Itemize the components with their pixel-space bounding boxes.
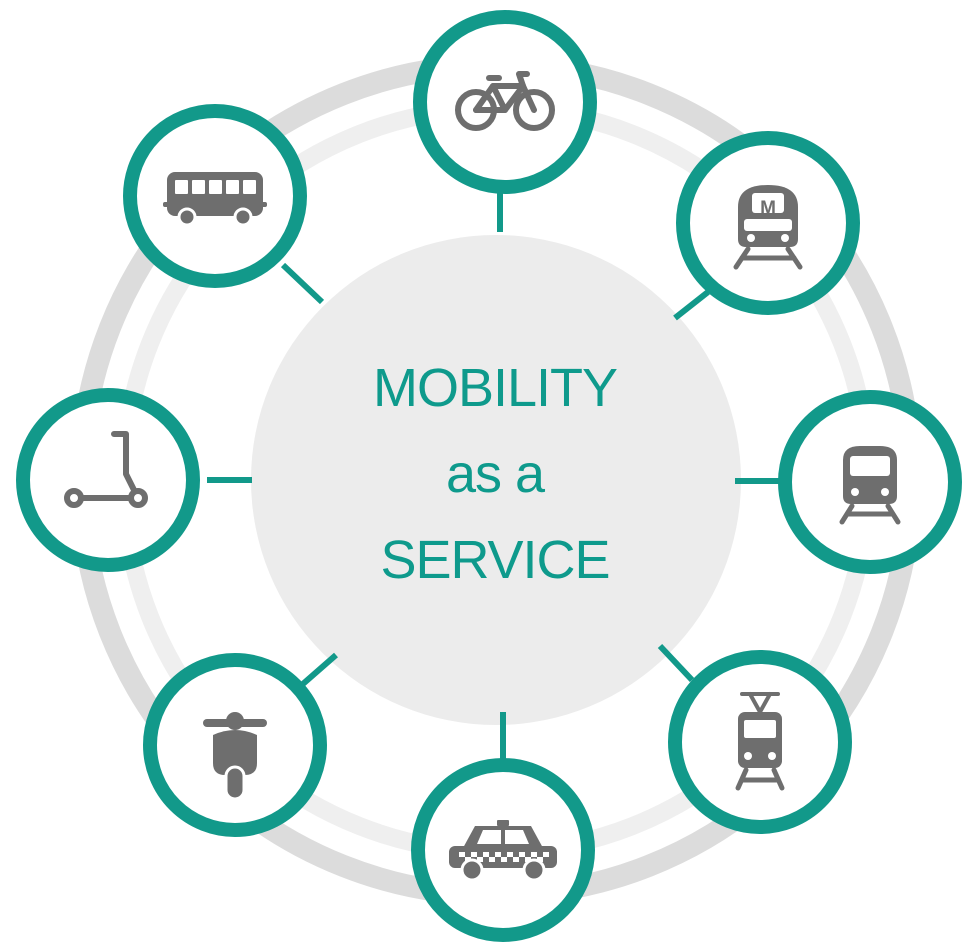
connector-metro — [673, 289, 710, 321]
kick-scooter-icon — [64, 431, 148, 508]
bus-icon — [163, 172, 267, 227]
node-kick-scooter — [16, 388, 200, 572]
node-bicycle — [413, 10, 597, 194]
center-title-line2: as a — [445, 444, 545, 504]
center-title: MOBILITY as a SERVICE — [280, 345, 710, 603]
connector-bus — [280, 262, 325, 305]
center-title-line1: MOBILITY — [372, 358, 618, 418]
train-icon — [839, 446, 901, 525]
connectors — [207, 190, 780, 762]
scooter-moped-icon — [203, 712, 267, 801]
taxi-icon — [449, 820, 557, 882]
bicycle-icon — [455, 71, 555, 131]
metro-icon — [733, 185, 803, 270]
tram-icon — [735, 692, 785, 791]
connector-tram — [657, 643, 695, 683]
center-hub — [251, 235, 741, 725]
center-title-line3: SERVICE — [380, 530, 610, 590]
metro-badge: M — [760, 198, 776, 219]
